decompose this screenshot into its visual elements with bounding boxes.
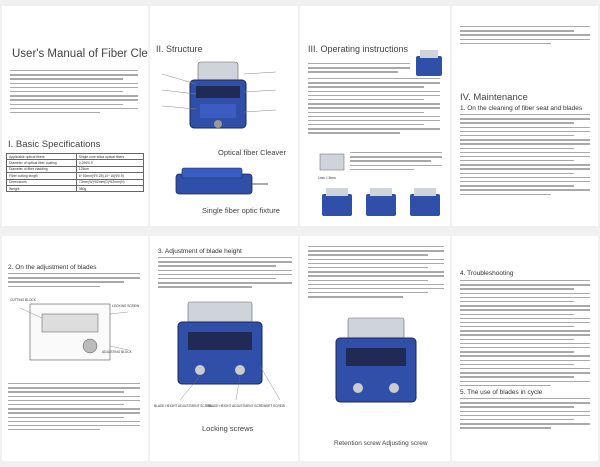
blade-adjust-heading: 2. On the adjustment of blades — [8, 264, 97, 271]
cleaver-caption: Optical fiber Cleaver — [218, 148, 286, 157]
operating-steps-c — [350, 152, 442, 173]
page-8: 4. Troubleshooting 5. The use of blades … — [452, 236, 598, 461]
cleaver-thumbnail — [416, 50, 442, 76]
blades-cycle-text — [460, 398, 590, 432]
structure-heading: II. Structure — [156, 44, 203, 54]
operating-heading: III. Operating instructions — [308, 44, 409, 54]
basic-specs-heading: I. Basic Specifications — [8, 139, 101, 150]
fiber-fixture-diagram — [175, 167, 268, 195]
blade-height-diagram — [177, 301, 281, 401]
page-2: II. Structure Optical fiber Cleaver Sing… — [150, 6, 298, 226]
cutting-block-diagram — [20, 303, 129, 361]
troubleshooting-text — [460, 280, 590, 389]
intro-text — [10, 70, 138, 116]
maintenance-text — [460, 114, 590, 198]
page-3: III. Operating instructions 1mm 1.5mm — [300, 6, 450, 226]
operating-steps-b — [308, 78, 440, 137]
locking-screws-caption: Locking screws — [202, 424, 254, 433]
blade-thumbnail — [319, 153, 345, 171]
fixture-caption: Single fiber optic fixture — [202, 206, 280, 215]
page-5: 2. On the adjustment of blades CUTTING B… — [2, 236, 148, 461]
maintenance-heading: IV. Maintenance — [460, 92, 528, 103]
blade-height-steps — [308, 246, 444, 300]
blade-height-heading: 3. Adjustment of blade height — [158, 248, 242, 255]
operating-steps-cont — [460, 26, 590, 47]
blades-cycle-heading: 5. The use of blades in cycle — [460, 389, 543, 396]
blade-adjust-steps — [8, 383, 140, 433]
cleaver-step-diagrams — [322, 188, 440, 216]
page-1: User's Manual of Fiber Cleaver I. Basic … — [2, 6, 148, 226]
operating-steps-a — [308, 63, 410, 76]
retention-caption: Retention screw Adjusting screw — [334, 440, 428, 447]
cleaning-subheading: 1. On the cleaning of fiber seat and bla… — [460, 105, 583, 112]
page-6: 3. Adjustment of blade height BLADE HEIG… — [150, 236, 298, 461]
page-7: Retention screw Adjusting screw — [300, 236, 450, 461]
blade-adjust-text — [8, 273, 140, 290]
blade-height-text — [158, 257, 292, 291]
troubleshooting-heading: 4. Troubleshooting — [460, 270, 514, 277]
fiber-cleaver-diagram — [161, 61, 277, 129]
retention-screw-diagram — [335, 317, 417, 403]
page-4: IV. Maintenance 1. On the cleaning of fi… — [452, 6, 598, 226]
manual-title: User's Manual of Fiber Cleaver — [12, 48, 148, 60]
